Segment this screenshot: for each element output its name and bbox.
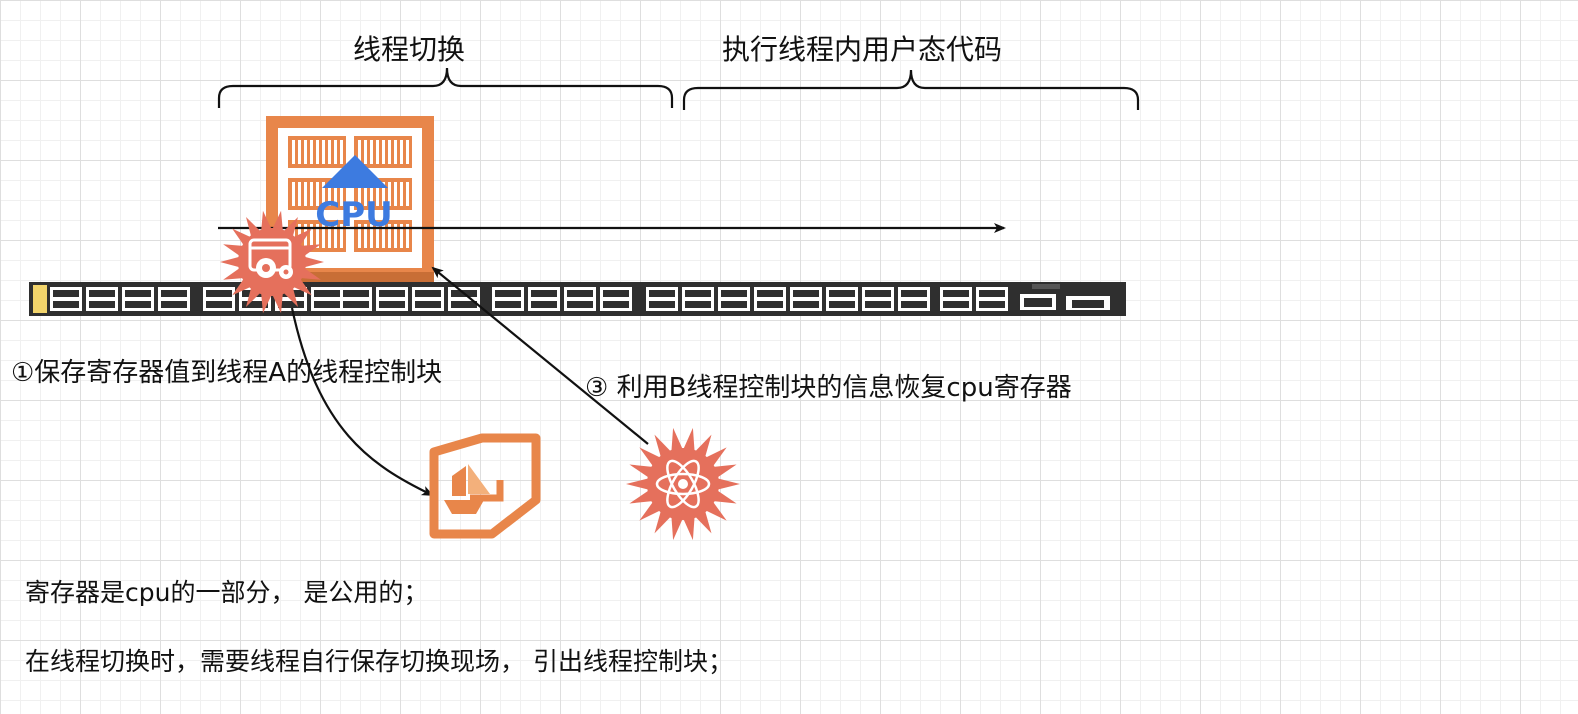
save-arrow [290, 307, 434, 496]
network-switch-icon [29, 282, 1126, 316]
note-registers-shared: 寄存器是cpu的一部分， 是公用的； [25, 578, 429, 607]
exec-user-code-label: 执行线程内用户态代码 [722, 33, 1003, 66]
step1-label: ①保存寄存器值到线程A的线程控制块 [11, 358, 443, 388]
step3-label: ③ 利用B线程控制块的信息恢复cpu寄存器 [585, 373, 1072, 403]
thread-a-gear-icon [220, 210, 324, 314]
tcb-storage-icon [429, 433, 541, 539]
brace-user-code [682, 69, 1140, 110]
restore-arrow [431, 266, 649, 445]
thread-switch-label: 线程切换 [353, 33, 466, 66]
thread-b-atom-icon [626, 427, 740, 541]
cpu-chip-icon: CPU [266, 116, 434, 282]
brace-thread-switch [217, 67, 674, 108]
note-thread-control-block: 在线程切换时，需要线程自行保存切换现场， 引出线程控制块； [25, 647, 733, 676]
